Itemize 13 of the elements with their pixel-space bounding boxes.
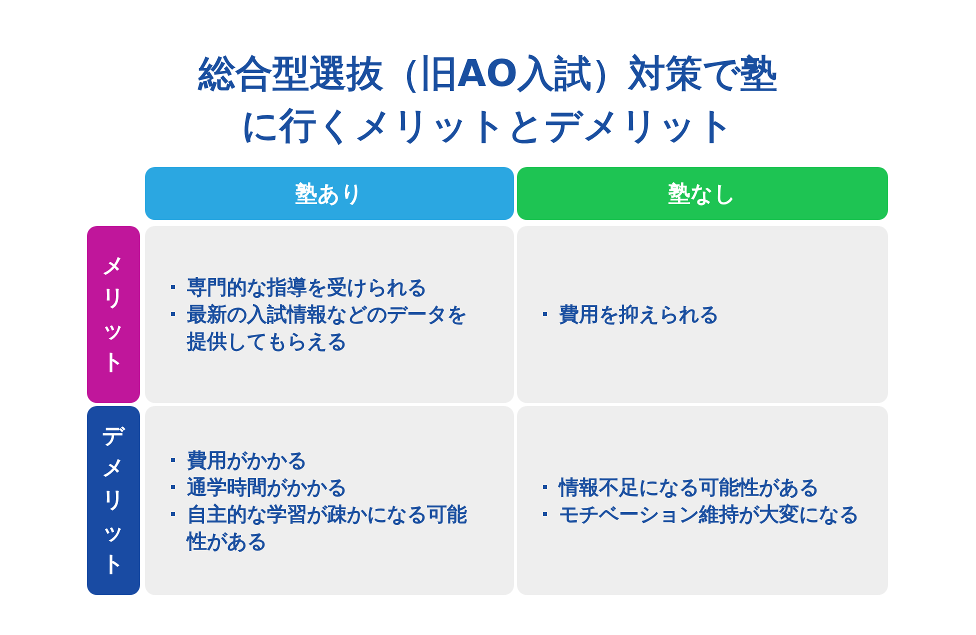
row-header: メリット (87, 226, 140, 403)
title: 総合型選抜（旧AO入試）対策で塾に行くメリットとデメリット (196, 51, 779, 149)
list-item: 通学時間がかかる (169, 474, 486, 500)
list-item: モチベーション維持が大変になる (541, 500, 860, 528)
row-header: デメリット (87, 406, 140, 595)
column-header: 塾あり (145, 167, 514, 220)
column-header: 塾なし (517, 167, 888, 220)
list-item: 自主的な学習が疎かになる可能性がある (169, 500, 486, 554)
list-item: 費用を抑えられる (541, 301, 860, 328)
list-item: 専門的な指導を受けられる (169, 274, 486, 301)
list-item: 費用がかかる (169, 446, 486, 474)
list-item: 最新の入試情報などのデータを提供してもらえる (169, 301, 486, 355)
list-item: 情報不足になる可能性がある (541, 474, 860, 500)
